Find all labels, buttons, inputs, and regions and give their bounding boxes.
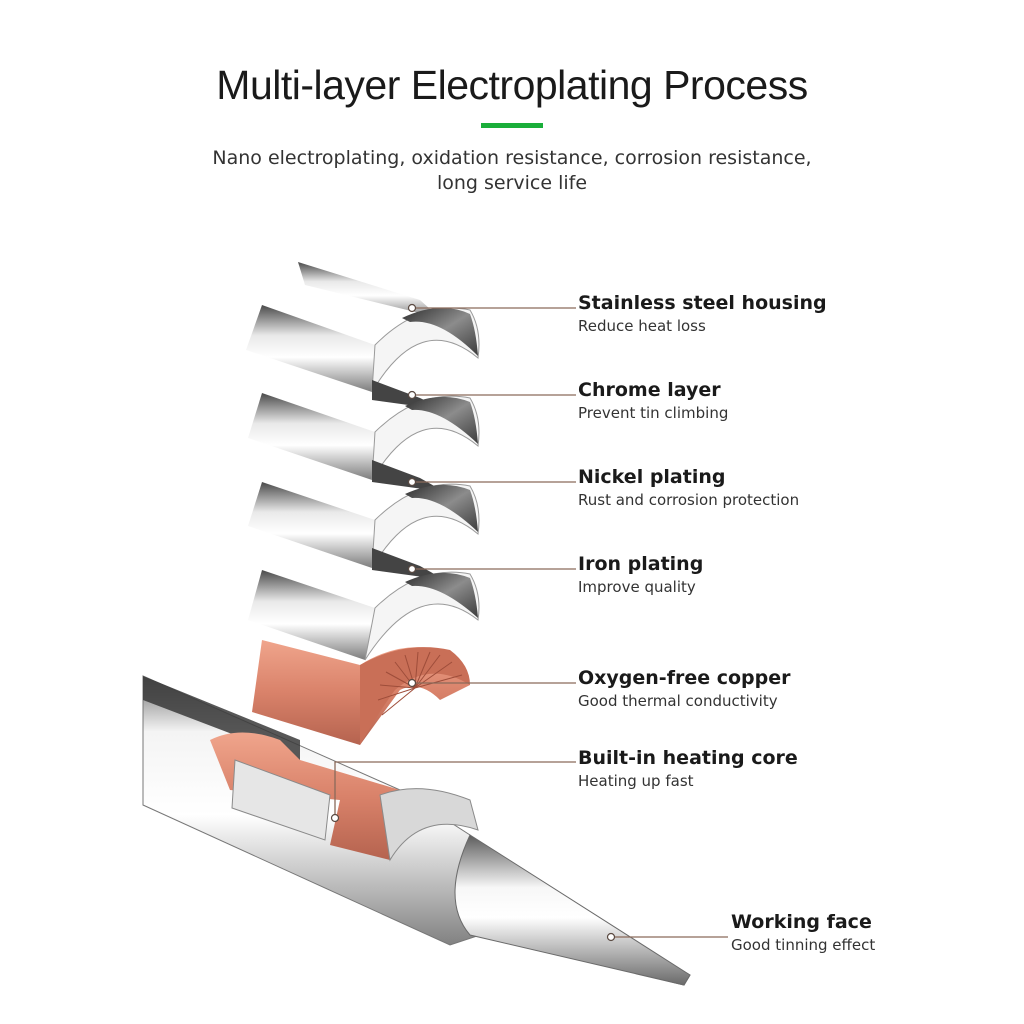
leader-dot-nickel xyxy=(407,477,417,487)
layer-description: Heating up fast xyxy=(578,772,694,790)
leader-dots xyxy=(330,303,616,942)
leader-dot-chrome xyxy=(407,390,417,400)
leader-lines xyxy=(334,307,728,938)
label-oxygen-free-copper: Oxygen-free copper Good thermal conducti… xyxy=(578,666,791,712)
chrome-shell xyxy=(248,380,480,481)
layer-description: Good tinning effect xyxy=(731,936,876,954)
layer-name: Nickel plating xyxy=(578,466,726,488)
title-accent-bar xyxy=(481,123,543,128)
layer-name: Chrome layer xyxy=(578,379,721,401)
layer-name: Oxygen-free copper xyxy=(578,667,791,689)
leader-dot-heating-core xyxy=(330,813,340,823)
label-working-face: Working face Good tinning effect xyxy=(731,910,875,956)
leader-dot-stainless xyxy=(407,303,417,313)
label-built-in-heating-core: Built-in heating core Heating up fast xyxy=(578,746,798,792)
soldering-tip-body xyxy=(142,675,691,986)
page-title: Multi-layer Electroplating Process xyxy=(216,62,808,108)
subtitle-line-2: long service life xyxy=(436,172,588,194)
label-stainless-steel-housing: Stainless steel housing Reduce heat loss xyxy=(578,291,827,337)
layer-description: Improve quality xyxy=(578,578,696,596)
layer-name: Working face xyxy=(731,911,872,933)
subtitle: Nano electroplating, oxidation resistanc… xyxy=(180,146,844,196)
label-iron-plating: Iron plating Improve quality xyxy=(578,552,703,598)
layer-description: Rust and corrosion protection xyxy=(578,491,800,509)
layer-name: Built-in heating core xyxy=(578,747,798,769)
iron-shell xyxy=(248,548,480,661)
nickel-shell xyxy=(248,460,480,569)
layer-description: Good thermal conductivity xyxy=(578,692,778,710)
label-chrome-layer: Chrome layer Prevent tin climbing xyxy=(578,378,728,424)
stainless-steel-shell xyxy=(246,262,480,393)
leader-dot-copper xyxy=(407,678,417,688)
layer-description: Prevent tin climbing xyxy=(578,404,729,422)
layer-name: Iron plating xyxy=(578,553,704,575)
layer-name: Stainless steel housing xyxy=(578,292,827,314)
leader-dot-iron xyxy=(407,564,417,574)
label-nickel-plating: Nickel plating Rust and corrosion protec… xyxy=(578,465,799,511)
layer-description: Reduce heat loss xyxy=(578,317,706,335)
leader-line-heating-core xyxy=(334,761,576,818)
leader-dot-working-face xyxy=(606,932,616,942)
subtitle-line-1: Nano electroplating, oxidation resistanc… xyxy=(212,147,812,169)
